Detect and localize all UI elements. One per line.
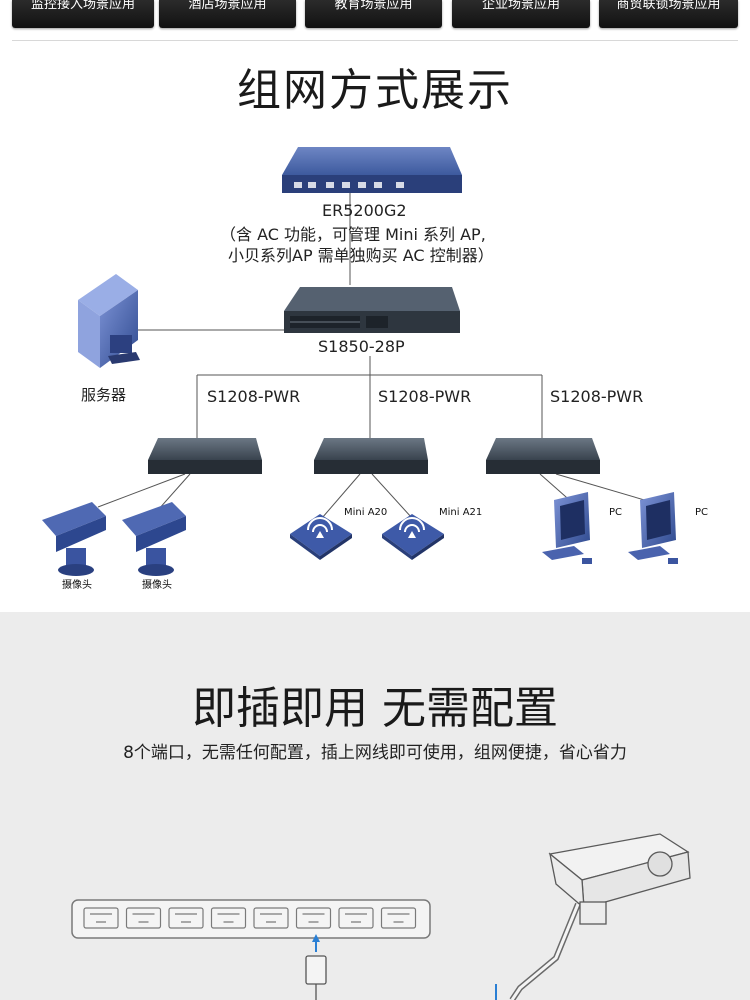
divider: [12, 40, 738, 41]
switch-port-panel: [71, 899, 431, 939]
plug-illustration: [71, 833, 691, 1000]
ethernet-port: [83, 907, 119, 929]
network-diagram: [42, 147, 678, 576]
access-point-icon-right: [382, 514, 444, 560]
server-label: 服务器: [81, 386, 127, 404]
camera-icon-right: [122, 502, 186, 576]
ethernet-port: [338, 907, 374, 929]
ap-label-right: Mini A21: [439, 507, 483, 518]
router-note-line2: 小贝系列AP 需单独购买 AC 控制器）: [228, 246, 494, 265]
tab-education[interactable]: 教育场景应用: [305, 0, 442, 28]
router-device: [282, 147, 462, 193]
ethernet-port-pins: [90, 913, 112, 923]
access-switch-label-middle: S1208-PWR: [378, 387, 472, 406]
pc-label-right: PC: [695, 507, 709, 518]
ethernet-port: [253, 907, 289, 929]
access-switch-left: [148, 438, 262, 474]
cctv-camera-icon: [495, 833, 691, 1000]
tab-retail-chain[interactable]: 商贸联锁场景应用: [599, 0, 738, 28]
camera-label-left: 摄像头: [62, 580, 92, 591]
scenario-tab-bar: 监控接入场景应用 酒店场景应用 教育场景应用 企业场景应用 商贸联锁场景应用: [0, 0, 750, 30]
ethernet-port: [125, 907, 162, 929]
ethernet-port: [295, 907, 332, 929]
ethernet-port-pins: [387, 913, 410, 923]
tab-hotel[interactable]: 酒店场景应用: [159, 0, 296, 28]
ethernet-port: [210, 907, 247, 929]
router-note-line1: （含 AC 功能，可管理 Mini 系列 AP,: [220, 225, 486, 244]
section-title-plug-and-play: 即插即用 无需配置: [192, 683, 558, 734]
ethernet-port-pins: [345, 913, 367, 923]
ethernet-port-pins: [260, 913, 282, 923]
ethernet-port-pins: [175, 913, 197, 923]
tab-enterprise[interactable]: 企业场景应用: [452, 0, 590, 28]
section-subtitle-plug-and-play: 8个端口，无需任何配置，插上网线即可使用，组网便捷，省心省力: [123, 743, 627, 763]
connection-lines: [97, 193, 659, 519]
tab-monitoring[interactable]: 监控接入场景应用: [12, 0, 154, 28]
ap-label-left: Mini A20: [344, 507, 388, 518]
ethernet-port: [380, 907, 417, 929]
camera-label-right: 摄像头: [142, 580, 172, 591]
pc-label-left: PC: [609, 507, 623, 518]
camera-icon-left: [42, 502, 106, 576]
core-switch-device: [284, 287, 460, 333]
access-switch-label-right: S1208-PWR: [550, 387, 644, 406]
router-model-label: ER5200G2: [322, 201, 407, 220]
access-switch-right: [486, 438, 600, 474]
core-switch-model-label: S1850-28P: [318, 337, 405, 356]
access-switch-middle: [314, 438, 428, 474]
section-title-networking: 组网方式展示: [237, 65, 513, 116]
ethernet-port-pins: [302, 913, 325, 923]
pc-icon-right: [628, 492, 678, 564]
access-switch-label-left: S1208-PWR: [207, 387, 301, 406]
access-point-icon-left: [290, 514, 352, 560]
network-cable-icon: [305, 934, 327, 1000]
ethernet-port: [168, 907, 204, 929]
ethernet-port-pins: [217, 913, 240, 923]
ethernet-port-pins: [132, 913, 155, 923]
server-icon: [78, 274, 140, 368]
pc-icon-left: [542, 492, 592, 564]
